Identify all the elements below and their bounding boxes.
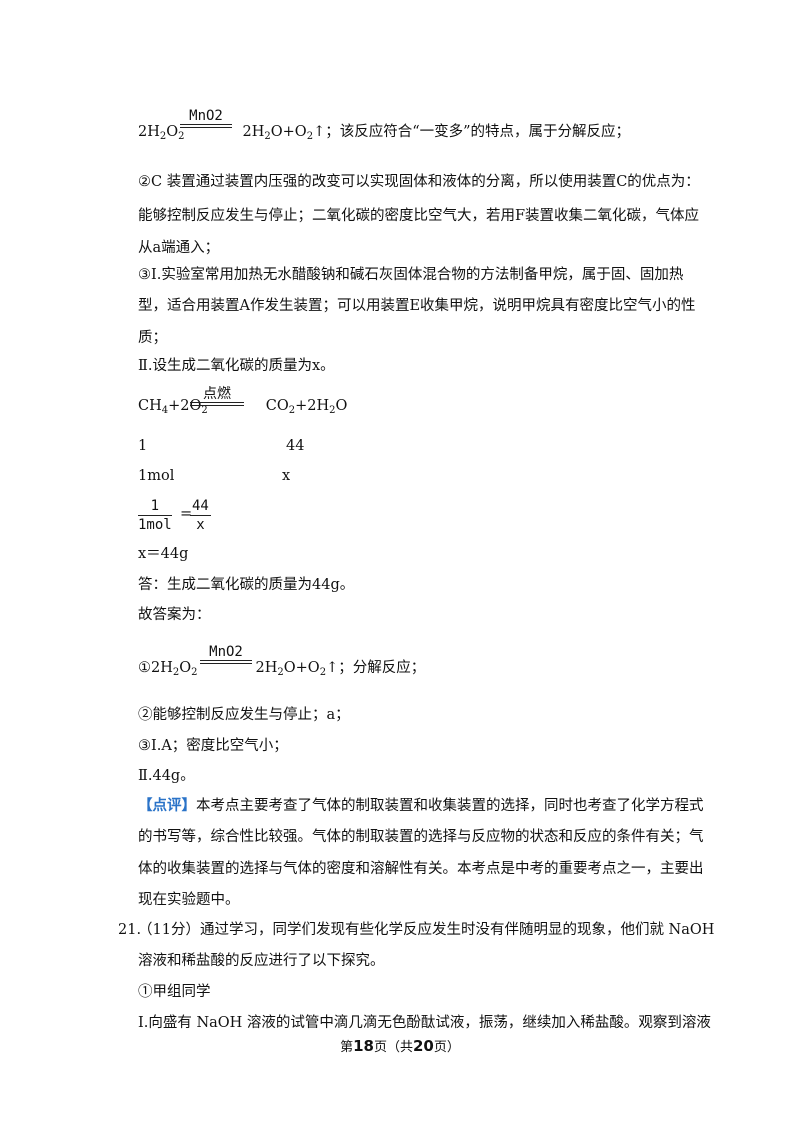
eq-text: O+O: [283, 660, 320, 676]
numerator: 1: [138, 497, 172, 516]
eq-subscript: 4: [161, 405, 169, 416]
eq-text: CO: [265, 398, 289, 414]
footer-text: 页（共: [373, 1040, 413, 1055]
eq-text: O: [179, 660, 192, 676]
eq-subscript: 2: [201, 405, 208, 416]
eq-subscript: 2: [159, 131, 167, 142]
eq-subscript: 2: [329, 405, 336, 416]
denominator: 1mol: [138, 517, 172, 533]
ratio-a: 1: [138, 438, 148, 454]
answer-item: ③Ⅰ.A；密度比空气小；: [138, 738, 288, 754]
page-number: 18: [353, 1037, 374, 1055]
answer-statement: 答：生成二氧化碳的质量为44g。: [138, 577, 355, 593]
ratio-b: x: [282, 468, 291, 484]
eq-text: ①: [138, 660, 151, 676]
paragraph-line: ②C 装置通过装置内压强的改变可以实现固体和液体的分离，所以使用装置C的优点为：: [138, 174, 700, 190]
comment-line: 的书写等，综合性比较强。气体的制取装置的选择与反应物的状态和反应的条件有关；气: [138, 829, 704, 845]
eq-subscript: 2: [191, 667, 198, 678]
comment-line: 体的收集装置的选择与气体的密度和溶解性有关。本考点是中考的重要考点之一，主要出: [138, 861, 704, 877]
eq-subscript: 2: [264, 131, 271, 142]
footer-text: 页）: [433, 1040, 460, 1055]
numerator: 44: [190, 498, 211, 516]
eq-text: O: [166, 124, 179, 140]
footer-text: 第: [340, 1040, 354, 1055]
paragraph-line: 型，适合用装置A作发生装置；可以用装置E收集甲烷，说明甲烷具有密度比空气小的性: [138, 298, 696, 314]
fraction-right: 44 x: [190, 497, 211, 534]
eq-text: 2H: [255, 660, 278, 676]
total-pages: 20: [413, 1037, 434, 1055]
paragraph-line: ③Ⅰ.实验室常用加热无水醋酸钠和碱石灰固体混合物的方法制备甲烷，属于固、固加热: [138, 267, 684, 283]
eq-text: CH: [138, 398, 162, 414]
eq-subscript: 2: [178, 131, 185, 142]
eq-text: 2H: [151, 660, 173, 676]
eq-subscript: 2: [277, 667, 284, 678]
reaction-condition-catalyst: MnO2: [180, 108, 232, 128]
eq-text: O+O: [270, 124, 307, 140]
eq-subscript: 2: [288, 405, 296, 416]
ratio-b: 44: [286, 438, 305, 454]
answer-heading: 故答案为：: [138, 607, 211, 623]
question-text: （11分）通过学习，同学们发现有些化学反应发生时没有伴随明显的现象，他们就 Na…: [138, 922, 715, 938]
comment-line: 现在实验题中。: [138, 892, 240, 908]
result-line: x＝44g: [138, 546, 189, 562]
fraction-left: 1 1mol: [138, 497, 172, 534]
paragraph-line: 能够控制反应发生与停止；二氧化碳的密度比空气大，若用F装置收集二氧化碳，气体应: [138, 208, 700, 224]
denominator: x: [196, 517, 205, 533]
answer-item: ②能够控制反应发生与停止；a；: [138, 707, 350, 723]
question-text: Ⅰ.向盛有 NaOH 溶液的试管中滴几滴无色酚酞试液，振荡，继续加入稀盐酸。观察…: [138, 1015, 711, 1031]
reaction-condition-catalyst: MnO2: [200, 644, 252, 664]
paragraph-line: 质；: [138, 330, 167, 346]
eq-text: ↑；分解反应；: [326, 660, 426, 676]
answer-item: Ⅱ.44g。: [138, 768, 195, 784]
eq-text: 2H: [138, 124, 160, 140]
fraction-equals: =: [180, 506, 193, 522]
eq-subscript: 2: [172, 667, 180, 678]
question-number: 21.: [118, 922, 142, 938]
comment-tag: 【点评】: [138, 797, 196, 814]
eq-text: ↑；该反应符合“一变多”的特点，属于分解反应；: [313, 124, 631, 140]
paragraph-line: 从a端通入；: [138, 240, 220, 256]
eq-subscript: 2: [319, 667, 327, 678]
eq-text: O: [335, 398, 348, 414]
ratio-a: 1mol: [138, 468, 175, 484]
question-subheading: ①甲组同学: [138, 984, 211, 1000]
question-text: 溶液和稀盐酸的反应进行了以下探究。: [138, 953, 385, 969]
page-footer: 第18页（共20页）: [0, 1036, 800, 1055]
eq-subscript: 2: [306, 131, 314, 142]
comment-line: 【点评】本考点主要考查了气体的制取装置和收集装置的选择，同时也考查了化学方程式: [138, 796, 704, 816]
eq-text: 2H: [242, 124, 265, 140]
eq-text: +2H: [295, 398, 330, 414]
paragraph-line: Ⅱ.设生成二氧化碳的质量为x。: [138, 358, 335, 374]
reaction-condition-ignite: 点燃: [190, 386, 244, 406]
comment-text: 本考点主要考查了气体的制取装置和收集装置的选择，同时也考查了化学方程式: [196, 798, 704, 814]
